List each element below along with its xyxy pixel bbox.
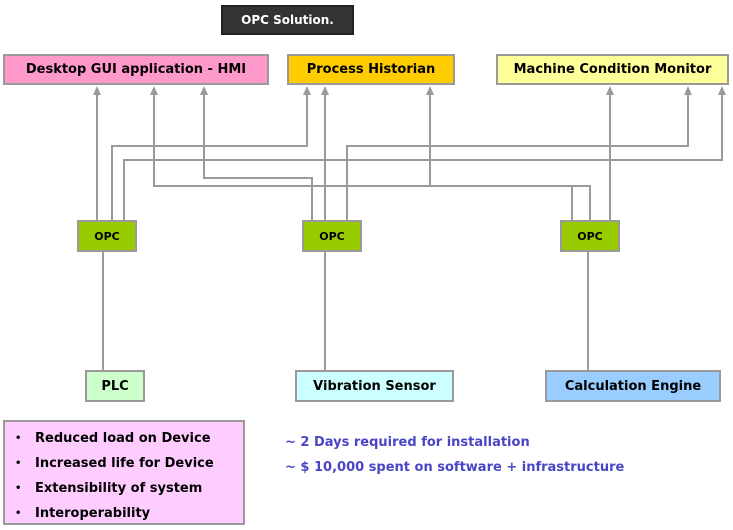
stats-text: ~ 2 Days required for installation ~ $ 1… bbox=[285, 432, 624, 482]
wire-opc1-historian bbox=[111, 86, 311, 222]
wire-opc3-historian bbox=[426, 86, 591, 222]
calculation-engine-box: Calculation Engine bbox=[545, 370, 721, 402]
bullet-icon: • bbox=[15, 508, 22, 519]
vibration-sensor-box: Vibration Sensor bbox=[295, 370, 454, 402]
benefit-item: •Extensibility of system bbox=[15, 478, 243, 503]
benefit-item: •Increased life for Device bbox=[15, 453, 243, 478]
wire-opc1-monitor bbox=[123, 86, 726, 222]
process-historian-box: Process Historian bbox=[287, 54, 455, 85]
opc-box-2: OPC bbox=[302, 220, 362, 252]
benefit-item: •Interoperability bbox=[15, 503, 243, 528]
bullet-icon: • bbox=[15, 483, 22, 494]
benefit-item: •Reduced load on Device bbox=[15, 428, 243, 453]
wire-opc3-hmi bbox=[150, 86, 573, 222]
opc-box-3: OPC bbox=[560, 220, 620, 252]
hmi-box: Desktop GUI application - HMI bbox=[3, 54, 269, 85]
opc-box-1: OPC bbox=[77, 220, 137, 252]
bullet-icon: • bbox=[15, 433, 22, 444]
stat-installation-time: ~ 2 Days required for installation bbox=[285, 435, 530, 450]
benefits-list: •Reduced load on Device •Increased life … bbox=[15, 428, 243, 528]
wire-opc2-monitor bbox=[346, 86, 692, 222]
stat-cost: ~ $ 10,000 spent on software + infrastru… bbox=[285, 460, 625, 475]
benefits-panel: •Reduced load on Device •Increased life … bbox=[3, 420, 245, 525]
plc-box: PLC bbox=[85, 370, 145, 402]
diagram-title: OPC Solution. bbox=[221, 5, 354, 35]
machine-condition-monitor-box: Machine Condition Monitor bbox=[496, 54, 729, 85]
wire-opc2-hmi bbox=[200, 86, 313, 222]
bullet-icon: • bbox=[15, 458, 22, 469]
